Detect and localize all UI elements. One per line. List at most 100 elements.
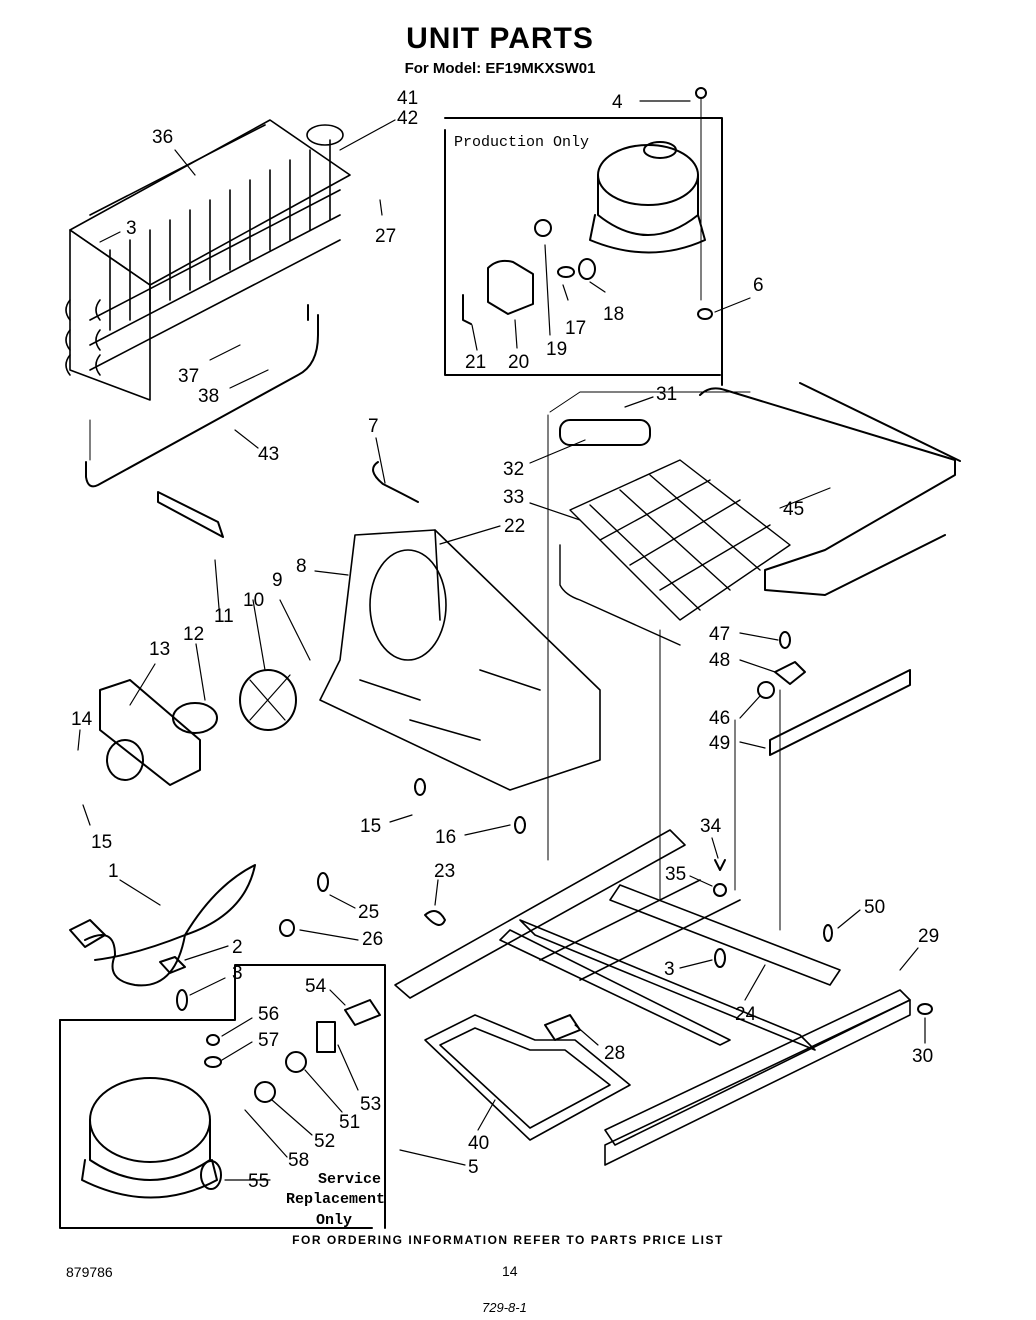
screw-25 bbox=[317, 872, 329, 892]
base-frame-24 bbox=[394, 829, 841, 1051]
callout-57: 57 bbox=[258, 1030, 279, 1051]
outline-condenser bbox=[549, 391, 751, 413]
callout-15b: 15 bbox=[91, 832, 112, 853]
callout-43: 43 bbox=[258, 444, 279, 465]
callout-34: 34 bbox=[700, 816, 722, 837]
callout-20: 20 bbox=[508, 352, 529, 373]
tube-45b bbox=[799, 382, 961, 462]
callout-6: 6 bbox=[753, 275, 764, 296]
leader-lines bbox=[77, 100, 926, 1181]
fan-blade-10 bbox=[239, 669, 297, 731]
callout-50: 50 bbox=[864, 897, 885, 918]
service-label-2: Replacement bbox=[286, 1191, 385, 1208]
nut-56 bbox=[206, 1034, 220, 1046]
tube-7 bbox=[372, 461, 419, 503]
screw-50 bbox=[823, 924, 833, 942]
callout-11: 11 bbox=[214, 606, 234, 627]
compressor-service bbox=[81, 1077, 218, 1199]
clip-17 bbox=[557, 266, 575, 278]
callout-13: 13 bbox=[149, 639, 170, 660]
callout-15a: 15 bbox=[360, 816, 381, 837]
callout-3b: 3 bbox=[232, 963, 243, 984]
callout-47: 47 bbox=[709, 624, 730, 645]
callout-26: 26 bbox=[362, 929, 383, 950]
capacitor-55 bbox=[200, 1160, 222, 1190]
screw-16 bbox=[514, 816, 526, 834]
clip-2 bbox=[159, 956, 186, 974]
service-replacement-box: Service Replacement Only bbox=[59, 964, 386, 1229]
grommet-19 bbox=[534, 219, 552, 237]
callout-58: 58 bbox=[288, 1150, 309, 1171]
coil-fins bbox=[109, 139, 331, 331]
callout-3a: 3 bbox=[126, 218, 137, 239]
tube-45 bbox=[699, 387, 956, 596]
clip-54 bbox=[344, 999, 381, 1026]
callout-7: 7 bbox=[368, 416, 379, 437]
callout-22: 22 bbox=[504, 516, 525, 537]
grommet-35 bbox=[713, 883, 727, 897]
callout-2: 2 bbox=[232, 937, 243, 958]
page-number: 14 bbox=[502, 1263, 518, 1279]
support-49 bbox=[769, 669, 911, 756]
motor-bracket-13 bbox=[99, 679, 201, 786]
grommet-46 bbox=[757, 681, 775, 699]
callout-42: 42 bbox=[397, 108, 418, 129]
callout-49: 49 bbox=[709, 733, 730, 754]
callout-8: 8 bbox=[296, 556, 307, 577]
service-label-1: Service bbox=[318, 1171, 381, 1188]
clip-23 bbox=[424, 910, 446, 926]
callout-38: 38 bbox=[198, 386, 219, 407]
fan-motor-12 bbox=[172, 702, 218, 734]
bracket-11 bbox=[157, 491, 224, 538]
model-subtitle: For Model: EF19MKXSW01 bbox=[404, 60, 596, 77]
production-only-box: Production Only bbox=[444, 117, 723, 386]
callout-55: 55 bbox=[248, 1171, 269, 1192]
callout-29: 29 bbox=[918, 926, 939, 947]
callout-46: 46 bbox=[709, 708, 730, 729]
callout-36: 36 bbox=[152, 127, 173, 148]
callout-16: 16 bbox=[435, 827, 456, 848]
callout-24: 24 bbox=[735, 1004, 757, 1025]
handwritten-note: 729-8-1 bbox=[482, 1300, 527, 1315]
callout-54: 54 bbox=[305, 976, 327, 997]
callout-52: 52 bbox=[314, 1131, 335, 1152]
dryer-32 bbox=[559, 419, 651, 446]
condenser-33 bbox=[559, 459, 791, 646]
mount-14 bbox=[106, 739, 144, 781]
screw-15 bbox=[414, 778, 426, 796]
callout-33: 33 bbox=[503, 487, 524, 508]
callout-25: 25 bbox=[358, 902, 379, 923]
callout-48: 48 bbox=[709, 650, 730, 671]
fan-shroud-8 bbox=[319, 529, 601, 791]
rail-29 bbox=[604, 989, 911, 1166]
screw-47 bbox=[779, 631, 791, 649]
callout-5: 5 bbox=[468, 1157, 479, 1178]
screw-30 bbox=[917, 1003, 933, 1015]
callout-56: 56 bbox=[258, 1004, 279, 1025]
callout-30: 30 bbox=[912, 1046, 933, 1067]
protector-51 bbox=[285, 1051, 307, 1073]
callout-35: 35 bbox=[665, 864, 686, 885]
callout-10: 10 bbox=[243, 590, 264, 611]
callout-4: 4 bbox=[612, 92, 623, 113]
relay-20 bbox=[487, 259, 534, 315]
evaporator-coil bbox=[65, 119, 351, 401]
callout-45: 45 bbox=[783, 499, 804, 520]
relay-53 bbox=[316, 1021, 336, 1053]
callout-23: 23 bbox=[434, 861, 455, 882]
compressor-production bbox=[589, 141, 706, 254]
production-only-label: Production Only bbox=[454, 134, 589, 151]
overload-52 bbox=[254, 1081, 276, 1103]
ordering-note: FOR ORDERING INFORMATION REFER TO PARTS … bbox=[292, 1233, 724, 1247]
callout-9: 9 bbox=[272, 570, 283, 591]
callout-32: 32 bbox=[503, 459, 524, 480]
callout-51: 51 bbox=[339, 1112, 360, 1133]
callout-53: 53 bbox=[360, 1094, 381, 1115]
callout-37: 37 bbox=[178, 366, 199, 387]
callout-27: 27 bbox=[375, 226, 396, 247]
heater-43 bbox=[85, 304, 319, 488]
callout-3c: 3 bbox=[664, 959, 675, 980]
clip-48 bbox=[774, 661, 806, 685]
callout-14: 14 bbox=[71, 709, 93, 730]
screw-3c bbox=[714, 948, 726, 968]
